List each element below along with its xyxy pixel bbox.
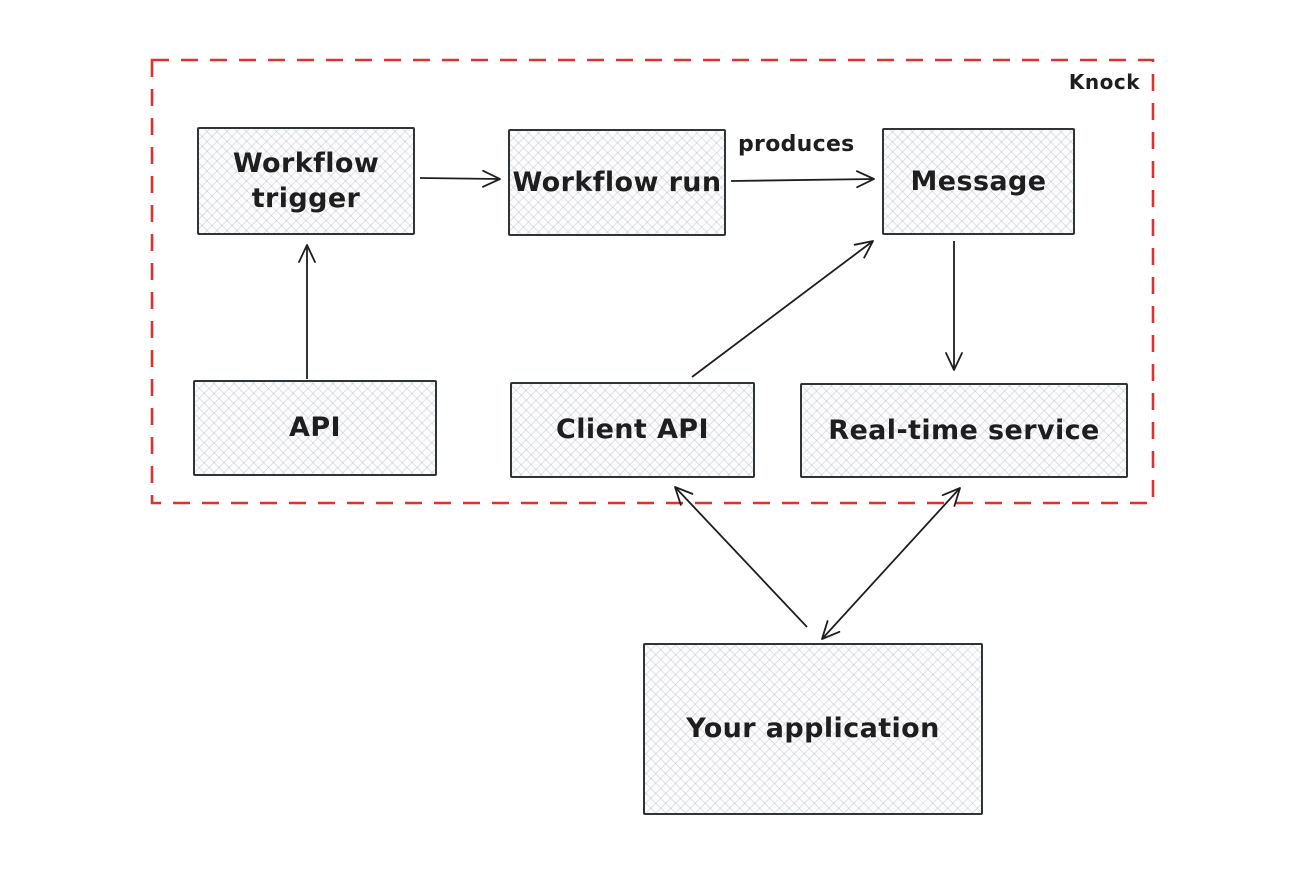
edge-trigger-to-run bbox=[419, 169, 501, 188]
edge-app-to-clientapi bbox=[674, 486, 808, 628]
node-workflow-run-label: Workflow run bbox=[512, 166, 722, 198]
edge-run-to-message bbox=[730, 170, 875, 189]
node-message: Message bbox=[882, 128, 1075, 235]
edge-app-realtime-bidirectional bbox=[821, 487, 961, 640]
node-workflow-trigger: Workflow trigger bbox=[197, 127, 415, 235]
edge-clientapi-to-message bbox=[691, 240, 874, 378]
knock-boundary-label: Knock bbox=[1068, 70, 1140, 94]
node-realtime-service: Real-time service bbox=[800, 383, 1128, 478]
node-api: API bbox=[193, 380, 437, 476]
produces-edge-label: produces bbox=[738, 132, 855, 157]
knock-boundary-box bbox=[150, 58, 1155, 505]
node-workflow-trigger-label: Workflow trigger bbox=[232, 147, 380, 214]
node-client-api-label: Client API bbox=[556, 414, 709, 446]
node-realtime-service-label: Real-time service bbox=[828, 414, 1100, 446]
node-client-api: Client API bbox=[510, 382, 755, 478]
node-message-label: Message bbox=[910, 165, 1047, 197]
node-your-application: Your application bbox=[643, 643, 983, 815]
node-workflow-run: Workflow run bbox=[508, 129, 726, 236]
node-your-application-label: Your application bbox=[686, 713, 940, 745]
node-api-label: API bbox=[289, 412, 341, 444]
